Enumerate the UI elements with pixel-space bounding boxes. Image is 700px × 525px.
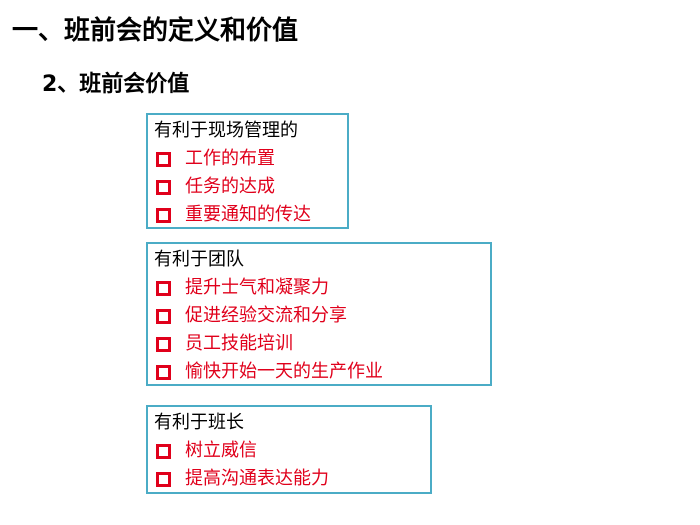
- list-item: 树立威信: [154, 437, 424, 465]
- square-bullet-icon: [156, 471, 171, 487]
- section-subheading: 2、班前会价值: [42, 72, 190, 97]
- group-box-team-leader: 有利于班长 树立威信 提高沟通表达能力: [146, 405, 432, 494]
- list-item: 重要通知的传达: [154, 201, 341, 229]
- list-item: 促进经验交流和分享: [154, 302, 484, 330]
- group-box-site-management: 有利于现场管理的 工作的布置 任务的达成 重要通知的传达: [146, 113, 349, 229]
- square-bullet-icon: [156, 280, 171, 296]
- group-title: 有利于团队: [154, 249, 244, 270]
- page-heading: 一、班前会的定义和价值: [12, 16, 299, 46]
- list-item: 工作的布置: [154, 145, 341, 173]
- square-bullet-icon: [156, 151, 171, 167]
- list-item: 提高沟通表达能力: [154, 465, 424, 493]
- group-title: 有利于班长: [154, 412, 244, 433]
- group-box-team: 有利于团队 提升士气和凝聚力 促进经验交流和分享 员工技能培训 愉快开始一天的生…: [146, 242, 492, 386]
- square-bullet-icon: [156, 336, 171, 352]
- square-bullet-icon: [156, 443, 171, 459]
- square-bullet-icon: [156, 207, 171, 223]
- group-title: 有利于现场管理的: [154, 120, 298, 141]
- list-item: 愉快开始一天的生产作业: [154, 358, 484, 386]
- square-bullet-icon: [156, 308, 171, 324]
- square-bullet-icon: [156, 364, 171, 380]
- list-item: 任务的达成: [154, 173, 341, 201]
- list-item: 员工技能培训: [154, 330, 484, 358]
- square-bullet-icon: [156, 179, 171, 195]
- list-item: 提升士气和凝聚力: [154, 274, 484, 302]
